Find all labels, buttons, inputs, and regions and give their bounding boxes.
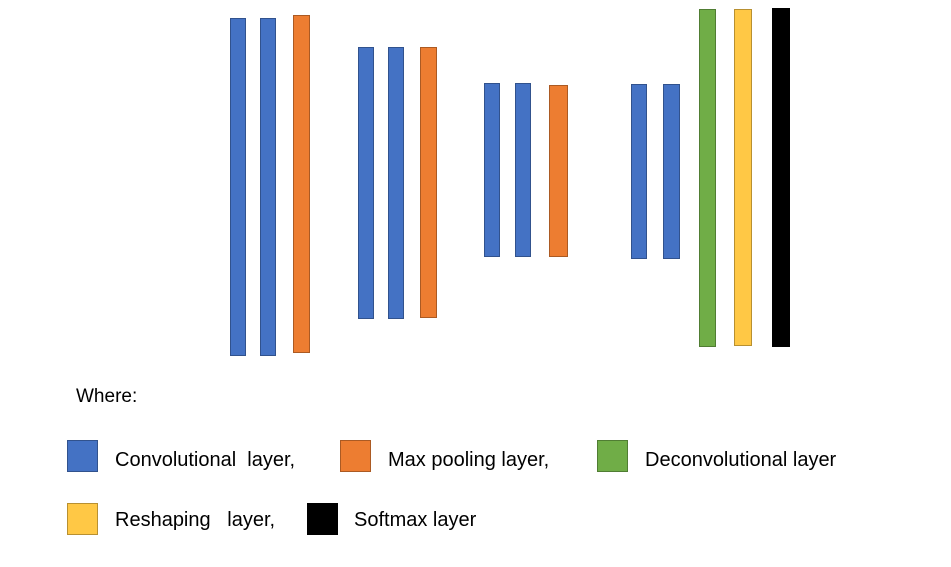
stage4-conv-layer-2 — [663, 84, 680, 259]
legend-label-deconvolutional: Deconvolutional layer — [645, 449, 837, 471]
stage1-conv-layer-2 — [260, 18, 276, 356]
legend-label-convolutional: Convolutional layer, — [115, 449, 296, 471]
stage3-conv-layer-2 — [515, 83, 531, 257]
stage1-maxpool-layer — [293, 15, 310, 353]
stage4-conv-layer-1 — [631, 84, 647, 259]
legend-heading: Where: — [76, 386, 138, 407]
stage4-softmax-layer — [772, 8, 790, 347]
stage4-deconv-layer — [699, 9, 716, 347]
stage1-conv-layer-1 — [230, 18, 246, 356]
legend-swatch-convolutional — [67, 440, 98, 472]
stage3-maxpool-layer — [549, 85, 568, 257]
legend-swatch-deconvolutional — [597, 440, 628, 472]
legend-swatch-reshaping — [67, 503, 98, 535]
stage3-conv-layer-1 — [484, 83, 500, 257]
stage2-conv-layer-1 — [358, 47, 374, 319]
legend-label-reshaping: Reshaping layer, — [115, 509, 276, 531]
stage4-reshaping-layer — [734, 9, 752, 346]
legend-label-softmax: Softmax layer — [354, 509, 477, 531]
legend-label-max-pooling: Max pooling layer, — [388, 449, 550, 471]
stage2-conv-layer-2 — [388, 47, 404, 319]
legend-swatch-max-pooling — [340, 440, 371, 472]
stage2-maxpool-layer — [420, 47, 437, 318]
legend-swatch-softmax — [307, 503, 338, 535]
